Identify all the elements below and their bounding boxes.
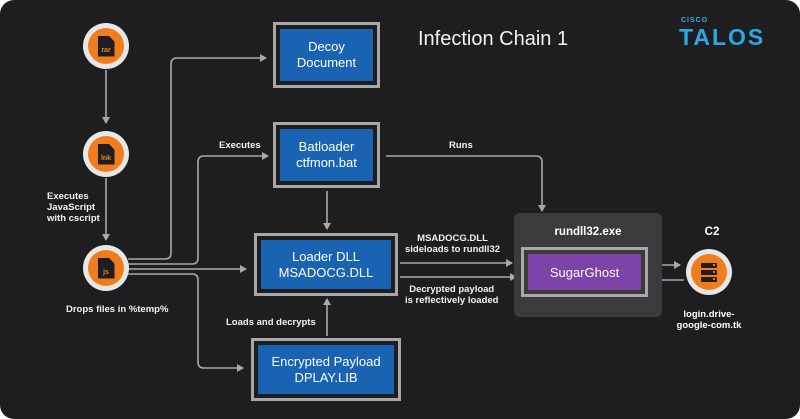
sugarghost-label: SugarGhost [528,254,641,290]
c2-host-line-2: google-com.tk [676,320,742,331]
label-executes-javascript: Executes JavaScript with cscript [47,191,100,224]
server-icon [686,249,732,295]
label-executes: Executes [219,140,261,151]
label-runs: Runs [449,140,473,151]
sideloads-line-2: sideloads to rundll32 [405,244,501,255]
arrow-batloader-to-rundll [386,155,546,212]
payload-line-2: DPLAY.LIB [294,369,358,385]
decoy-line-2: Document [296,55,357,70]
encrypted-payload-box: Encrypted Payload DPLAY.LIB [251,338,401,401]
c2-hostname: login.drive- google-com.tk [664,309,754,331]
batloader-line-1: Batloader [298,139,355,154]
cisco-wordmark: CISCO [681,17,709,24]
decoy-line-1: Decoy [308,39,345,54]
decrypted-line-1: Decrypted payload [409,284,495,295]
rar-icon-label: rar [101,46,111,54]
lnk-icon-label: lnk [100,154,112,162]
lnk-file-icon: lnk [83,131,129,177]
label-decrypted-payload: Decrypted payload is reflectively loaded [405,284,498,306]
js-icon-label: js [103,268,109,276]
decoy-document-box: Decoy Document [273,22,380,88]
loader-dll-box: Loader DLL MSADOCG.DLL [254,233,398,296]
arrow-js-to-decoy [128,54,267,260]
rundll32-label: rundll32.exe [554,226,622,238]
batloader-box: Batloader ctfmon.bat [273,122,380,188]
c2-label: C2 [704,226,720,238]
sugarghost-box: SugarGhost [521,247,648,297]
decrypted-line-2: is reflectively loaded [405,295,499,306]
sideloads-line-1: MSADOCG.DLL [417,233,488,244]
rar-file-icon: rar [83,23,129,69]
loader-line-2: MSADOCG.DLL [278,264,374,280]
label-loads-decrypts: Loads and decrypts [226,317,316,328]
executes-js-line-2: JavaScript [47,202,96,213]
arrow-js-to-batloader [128,152,269,265]
loader-line-1: Loader DLL [292,248,360,264]
executes-js-line-3: with cscript [47,213,100,224]
label-drops-files: Drops files in %temp% [66,304,169,315]
arrow-js-to-payload [128,273,244,372]
label-sideloads: MSADOCG.DLL sideloads to rundll32 [405,233,500,255]
executes-js-line-1: Executes [47,191,89,202]
js-file-icon: js [83,245,129,291]
payload-line-1: Encrypted Payload [271,353,381,369]
diagram-title: Infection Chain 1 [418,28,569,50]
c2-host-line-1: login.drive- [683,309,735,320]
talos-logo: TALOS [679,24,766,50]
batloader-line-2: ctfmon.bat [296,155,357,170]
